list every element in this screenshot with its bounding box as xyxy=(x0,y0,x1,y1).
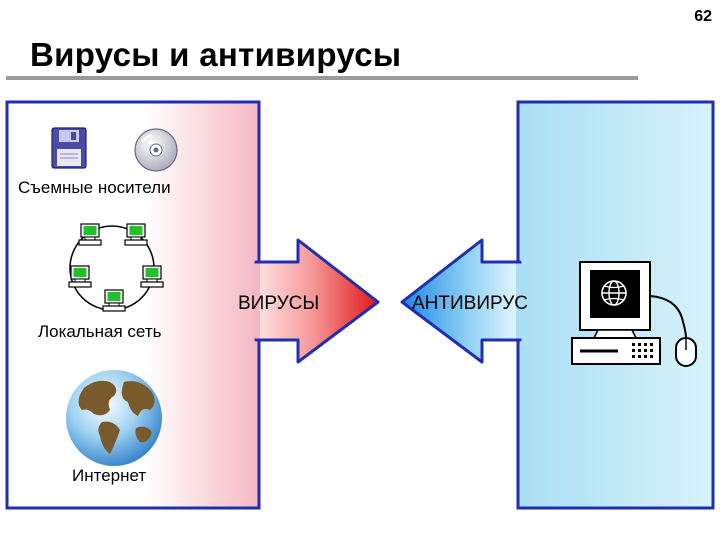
globe-icon xyxy=(66,370,162,466)
mouse-icon xyxy=(675,337,697,367)
local-network-label: Локальная сеть xyxy=(38,322,162,341)
cd-disc-icon xyxy=(134,128,178,172)
network-computer-icon xyxy=(140,265,164,288)
desktop-computer-icon xyxy=(571,261,687,365)
slide-title: Вирусы и антивирусы xyxy=(30,36,402,73)
antivirus-arrow xyxy=(400,238,522,364)
virus-arrow-label: ВИРУСЫ xyxy=(238,293,320,314)
network-computer-icon xyxy=(78,223,102,246)
virus-arrow xyxy=(254,238,380,364)
antivirus-arrow-label: АНТИВИРУС xyxy=(412,293,529,314)
removable-media-label: Съемные носители xyxy=(18,178,171,197)
network-computers xyxy=(68,223,164,312)
internet-label: Интернет xyxy=(72,466,147,485)
drive-lights xyxy=(632,343,653,358)
network-computer-icon xyxy=(102,289,126,312)
network-computer-icon xyxy=(124,223,148,246)
page-number: 62 xyxy=(694,8,712,25)
title-underline xyxy=(6,76,638,80)
floppy-disk-icon xyxy=(51,127,87,169)
network-computer-icon xyxy=(68,265,92,288)
